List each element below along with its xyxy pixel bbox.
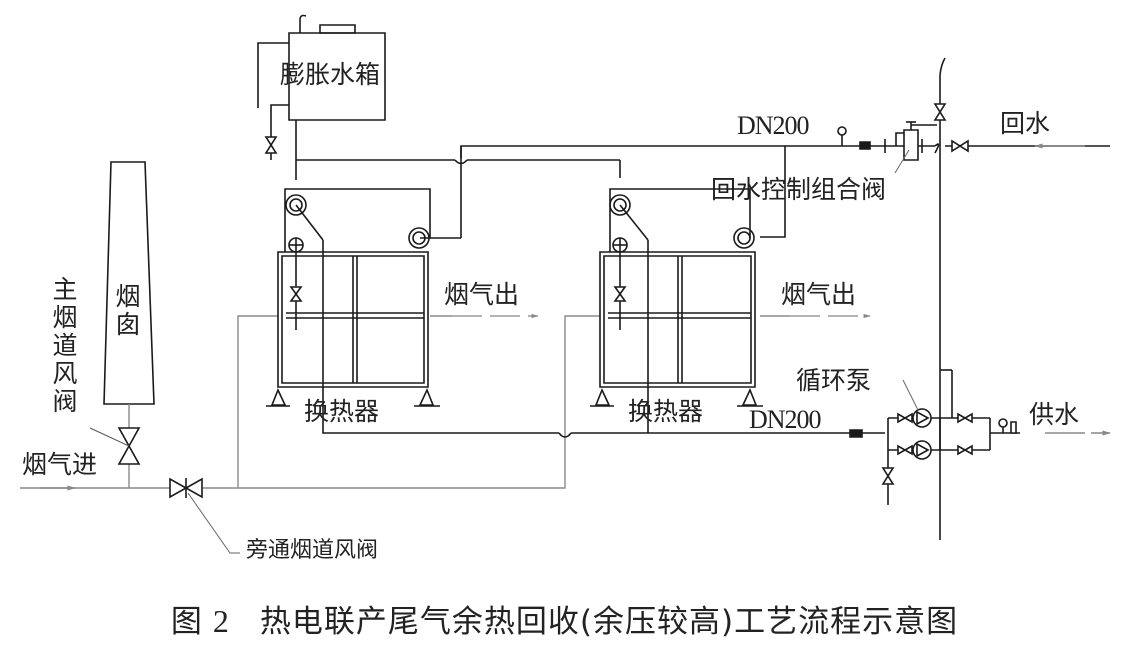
expansion-tank-label: 膨胀水箱 xyxy=(280,60,381,89)
chimney-label: 烟囱 xyxy=(115,282,141,339)
return-pipe-size-label: DN200 xyxy=(737,111,810,140)
supply-water-label: 供水 xyxy=(1029,400,1080,429)
return-water-label: 回水 xyxy=(1000,109,1051,138)
return-pipe-network xyxy=(296,144,1110,238)
bypass-damper-icon xyxy=(170,478,240,553)
main-flue-damper-icon xyxy=(90,428,139,464)
figure-title: 热电联产尾气余热回收(余压较高)工艺流程示意图 xyxy=(259,604,959,640)
heat-exchanger-1-label: 换热器 xyxy=(304,397,380,426)
bypass-damper-label: 旁通烟道风阀 xyxy=(246,538,379,563)
figure-label: 图 xyxy=(170,604,203,640)
vent-valve-icon xyxy=(935,58,945,540)
flue-gas-out-2-label: 烟气出 xyxy=(781,280,857,309)
chimney xyxy=(104,162,154,404)
figure-number: 2 xyxy=(212,603,230,639)
return-control-valve-label: 回水控制组合阀 xyxy=(711,175,887,204)
heat-exchanger-2-label: 换热器 xyxy=(628,397,704,426)
supply-pipe-size-label: DN200 xyxy=(749,405,822,434)
flue-gas-in-label: 烟气进 xyxy=(22,450,98,479)
circulation-pump-icon xyxy=(898,380,1016,459)
heat-exchanger-1 xyxy=(266,189,440,420)
return-control-valve-icon xyxy=(838,122,968,173)
circulation-pump-label: 循环泵 xyxy=(796,366,872,395)
heat-exchanger-2 xyxy=(590,189,763,433)
expansion-tank xyxy=(258,16,385,181)
flue-gas-out-1-label: 烟气出 xyxy=(444,280,520,309)
main-flue-damper-label: 主烟道风阀 xyxy=(52,275,78,416)
